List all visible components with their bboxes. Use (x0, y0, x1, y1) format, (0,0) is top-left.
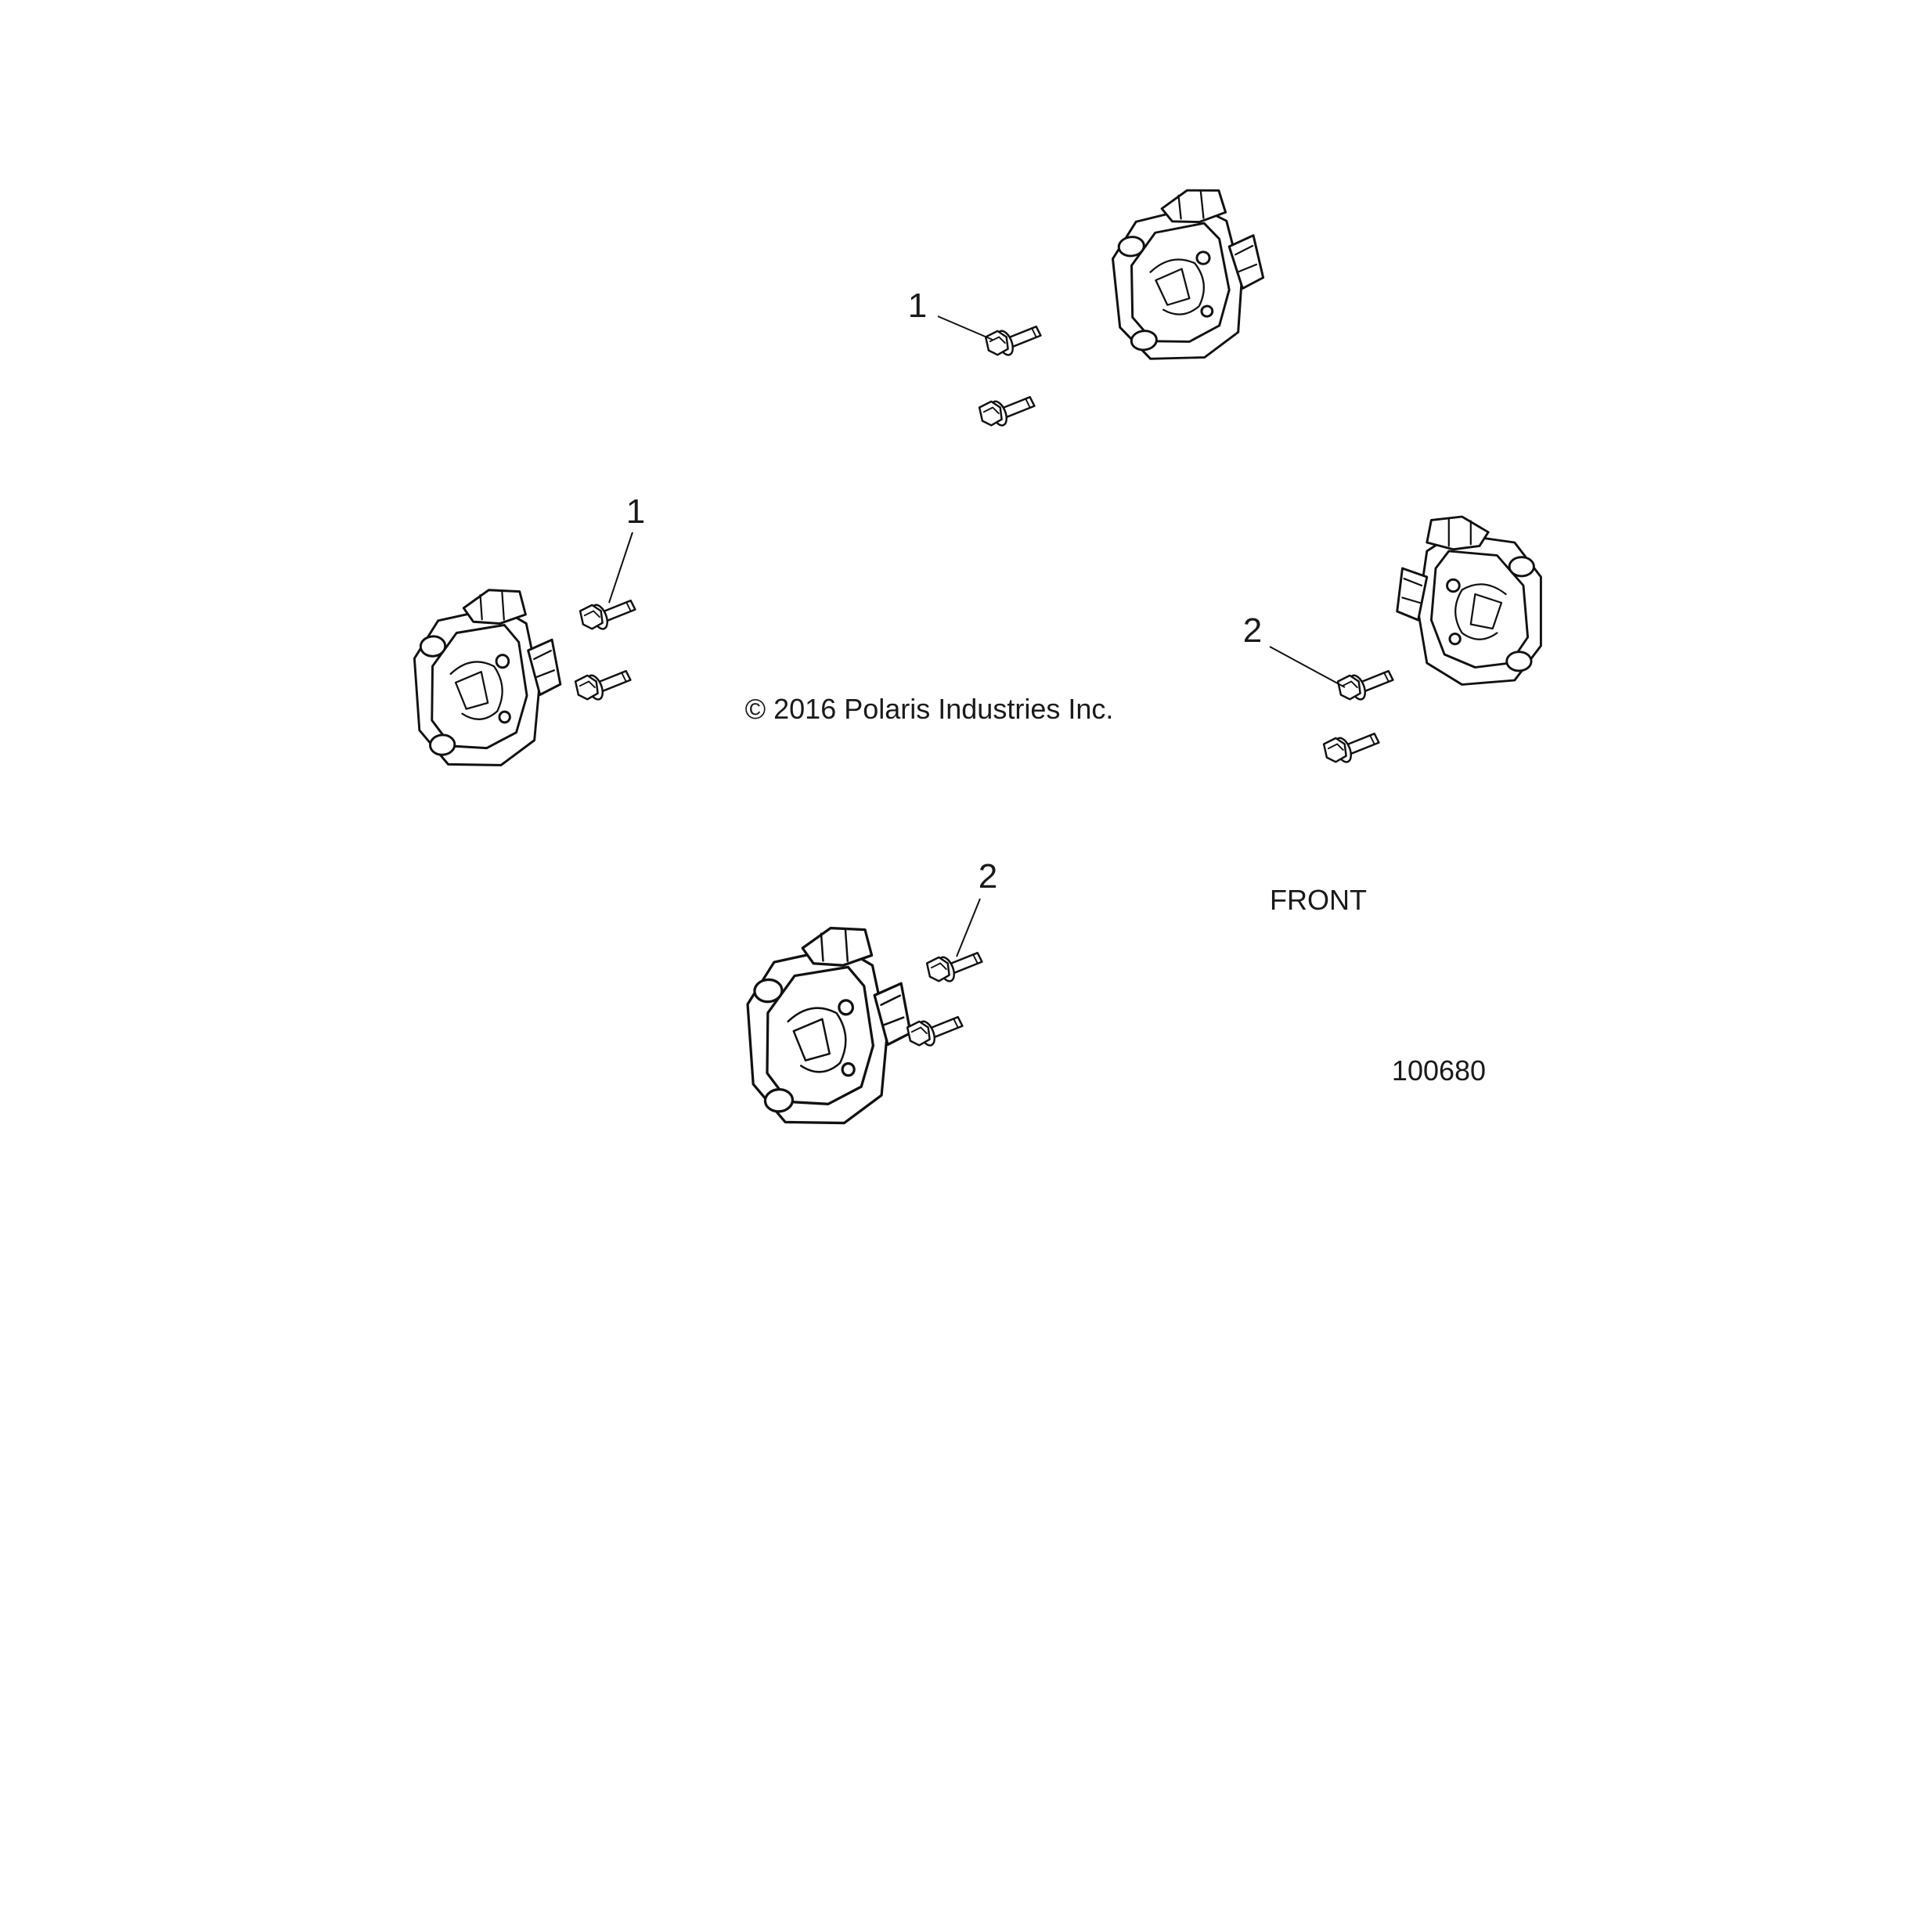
flange-bolt-icon (906, 1015, 964, 1049)
figure-number: 100680 (1392, 1054, 1486, 1087)
caliper-bottom (741, 921, 918, 1131)
bolt-top-upper (984, 325, 1042, 359)
bolt-right-lower (1322, 732, 1380, 766)
leader-line-bottom (956, 898, 981, 957)
bolt-bottom-upper (925, 951, 983, 985)
front-direction-label: FRONT (1270, 884, 1367, 916)
bolt-left-lower (574, 669, 632, 703)
flange-bolt-icon (574, 669, 632, 703)
brake-caliper-icon (1105, 182, 1272, 367)
callout-label-top: 1 (908, 287, 927, 325)
caliper-left (409, 584, 568, 772)
bolt-top-lower (978, 395, 1036, 429)
callout-label-bottom: 2 (979, 857, 997, 896)
caliper-right (1396, 515, 1542, 686)
bolt-left-upper (579, 599, 636, 633)
callout-label-right: 2 (1243, 611, 1262, 650)
flange-bolt-icon (579, 599, 636, 633)
flange-bolt-icon (978, 395, 1036, 429)
bolt-bottom-lower (906, 1015, 964, 1049)
copyright-notice: © 2016 Polaris Industries Inc. (745, 693, 1114, 725)
brake-caliper-icon (1396, 515, 1542, 686)
flange-bolt-icon (984, 325, 1042, 359)
bolt-right-upper (1336, 669, 1394, 703)
flange-bolt-icon (1322, 732, 1380, 766)
leader-line-right (1269, 646, 1346, 688)
leader-line-top (937, 315, 993, 341)
brake-caliper-icon (741, 921, 918, 1131)
brake-caliper-icon (409, 584, 568, 772)
leader-line-left (608, 532, 633, 604)
flange-bolt-icon (925, 951, 983, 985)
flange-bolt-icon (1336, 669, 1394, 703)
caliper-top (1105, 182, 1272, 367)
callout-label-left: 1 (626, 492, 645, 531)
